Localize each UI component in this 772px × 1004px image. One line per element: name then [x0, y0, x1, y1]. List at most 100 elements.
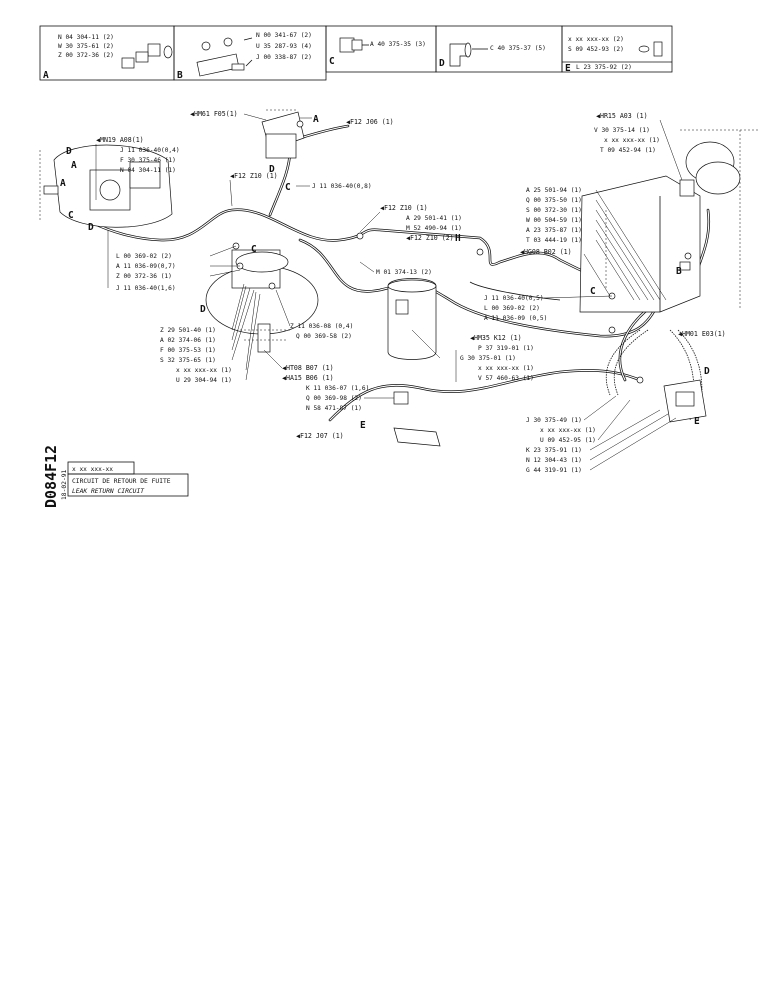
- callout-hm35-part-2: G 30 375-01 (1): [460, 355, 516, 362]
- hm61-valve-block: [261, 109, 305, 159]
- callout-hr15-label: ◀HR15 A03 (1): [596, 112, 648, 120]
- title-code-f12: F12: [42, 445, 60, 472]
- callout-mn19: ◀MN19 A08(1) J 11 036-40(0,4) F 30 375-4…: [95, 136, 180, 200]
- small-fittings: [232, 232, 692, 384]
- letter-d-right: D: [704, 366, 710, 377]
- callout-right-part-5: A 23 375-87 (1): [526, 227, 582, 234]
- legend-box-e: x xx xxx-xx (2) S 09 452-93 (2) L 23 375…: [561, 25, 673, 74]
- hr15-top-right-unit: [679, 129, 760, 310]
- callout-bottom-right-part-6: G 44 319-91 (1): [526, 467, 582, 474]
- callout-j11-036-40-16-label: J 11 036-40(1,6): [116, 285, 176, 292]
- callout-hm35-part-1: P 37 319-01 (1): [478, 345, 534, 352]
- letter-a-top: A: [313, 114, 319, 125]
- callout-mn19-label: ◀MN19 A08(1): [96, 136, 144, 144]
- callout-f12-z10-b: ◀F12 Z10 (1) A 29 501-41 (1) M 52 490-94…: [359, 204, 462, 242]
- callout-hr15: ◀HR15 A03 (1) V 30 375-14 (1) x xx xxx-x…: [594, 112, 683, 181]
- callout-hm35-label: ◀HM35 K12 (1): [470, 334, 522, 342]
- callout-lower-left-part-6: U 29 304-94 (1): [176, 377, 232, 384]
- legend-c-letter: C: [329, 56, 335, 67]
- callout-mn19-part-1: J 11 036-40(0,4): [120, 147, 180, 154]
- callout-bottom-right-part-2: x xx xxx-xx (1): [540, 427, 596, 434]
- callout-ht08-label: ◀HT08 B07 (1): [282, 364, 334, 372]
- letter-a-left-2: A: [60, 178, 66, 189]
- callout-j11-036-40-08: J 11 036-40(0,8): [296, 183, 372, 190]
- callout-f12-z10-a: ◀F12 Z10 (1): [229, 172, 278, 207]
- title-date: 18-02-91: [61, 469, 68, 500]
- callout-lower-left-part-4: S 32 375-65 (1): [160, 357, 216, 364]
- legend-a-part-1: N 04 304-11 (2): [58, 34, 114, 41]
- callout-right-mid-parts: J 11 036-40(0,5) L 00 369-02 (2) A 11 03…: [484, 295, 613, 322]
- callout-f12-z10-b-label: ◀F12 Z10 (1): [380, 204, 428, 212]
- callout-lower-left-parts: Z 29 501-40 (1) A 02 374-06 (1) F 00 375…: [160, 283, 261, 384]
- callout-right-part-3: S 00 372-30 (1): [526, 207, 582, 214]
- legend-e-part-1: x xx xxx-xx (2): [568, 36, 624, 43]
- callout-mn19-part-3: N 04 304-11 (1): [120, 167, 176, 174]
- center-filter-canister: [387, 278, 437, 360]
- callout-mid-part-2: M 52 490-94 (1): [406, 225, 462, 232]
- callout-right-part-6: T 03 444-19 (1): [526, 237, 582, 244]
- hose-network: [58, 124, 711, 422]
- letter-h: H: [455, 233, 461, 244]
- callout-ha15-part-3: N 58 471-87 (1): [306, 405, 362, 412]
- callout-lower-left-part-3: F 00 375-53 (1): [160, 347, 216, 354]
- callout-f12-j07: ◀F12 J07 (1): [296, 432, 344, 440]
- callout-right-part-4: W 00 504-59 (1): [526, 217, 582, 224]
- callout-left-parts: L 00 369-02 (2) A 11 036-09(0,7) Z 00 37…: [116, 245, 241, 280]
- callout-left-part-1: L 00 369-02 (2): [116, 253, 172, 260]
- callout-j11-036-40-08-label: J 11 036-40(0,8): [312, 183, 372, 190]
- letter-a-left: A: [71, 160, 77, 171]
- callout-mid-part-1: A 29 501-41 (1): [406, 215, 462, 222]
- callout-hg08-label: ◀HG08 B02 (1): [520, 248, 572, 256]
- letter-c-center: C: [251, 244, 257, 255]
- legend-b-part-1: N 00 341-67 (2): [256, 32, 312, 39]
- callout-bottom-right-part-1: J 30 375-49 (1): [526, 417, 582, 424]
- callout-mn19-part-2: F 30 375-46 (1): [120, 157, 176, 164]
- callout-m01-label: M 01 374-13 (2): [376, 269, 432, 276]
- callout-hm35-part-4: V 57 460-63 (1): [478, 375, 534, 382]
- callout-right-part-1: A 25 501-94 (1): [526, 187, 582, 194]
- title-french: CIRCUIT DE RETOUR DE FUITE: [72, 478, 171, 485]
- callout-f12-j07-label: ◀F12 J07 (1): [296, 432, 344, 440]
- hydraulic-tank: [579, 175, 701, 313]
- central-pump-unit: [205, 249, 319, 353]
- title-part-number: x xx xxx-xx: [72, 466, 113, 473]
- legend-a-letter: A: [43, 70, 49, 81]
- callout-right-mid-part-3: A 11 036-09 (0,5): [484, 315, 547, 322]
- letter-d-top: D: [269, 164, 275, 175]
- title-code-d084: D084: [42, 472, 60, 508]
- legend-box-a: N 04 304-11 (2) W 30 375-61 (2) Z 00 372…: [39, 25, 175, 81]
- callout-lower-left-part-1: Z 29 501-40 (1): [160, 327, 216, 334]
- callout-ha15-part-1: K 11 036-07 (1,6): [306, 385, 369, 392]
- callout-lower-left-part-5: x xx xxx-xx (1): [176, 367, 232, 374]
- callout-hm01: ◀HM01 E03(1): [678, 330, 726, 338]
- callout-hm35-part-3: x xx xxx-xx (1): [478, 365, 534, 372]
- legend-b-part-3: J 00 338-87 (2): [256, 54, 312, 61]
- hm01-valve-block: [663, 379, 707, 423]
- clamp-bracket-icon: [196, 37, 253, 77]
- legend-c-part-1: A 40 375-35 (3): [370, 41, 426, 48]
- legend-e-letter: E: [565, 63, 571, 74]
- callout-ha15-label: ◀HA15 B06 (1): [282, 374, 334, 382]
- callout-f12-j06: ◀F12 J06 (1): [346, 118, 394, 126]
- callout-left-part-2: A 11 036-09(0,7): [116, 263, 176, 270]
- letter-d-left: D: [66, 146, 72, 157]
- legend-box-b: N 00 341-67 (2) U 35 287-93 (4) J 00 338…: [173, 25, 327, 81]
- callout-m01: M 01 374-13 (2): [359, 261, 432, 276]
- callout-f12-z10-a-label: ◀F12 Z10 (1): [230, 172, 278, 180]
- letter-d-left-2: D: [88, 222, 94, 233]
- callout-bottom-right-parts: J 30 375-49 (1) x xx xxx-xx (1) U 09 452…: [526, 395, 677, 474]
- callout-hm35: ◀HM35 K12 (1) P 37 319-01 (1) G 30 375-0…: [411, 329, 534, 382]
- callout-right-mid-part-2: L 00 369-02 (2): [484, 305, 540, 312]
- legend-d-part-1: C 40 375-37 (5): [490, 45, 546, 52]
- title-english: LEAK RETURN CIRCUIT: [72, 488, 145, 495]
- letter-b-right: B: [676, 266, 682, 277]
- legend-box-d: C 40 375-37 (5) D: [435, 25, 563, 73]
- callout-q00-369-label: Q 00 369-58 (2): [296, 333, 352, 340]
- lower-block-e: [393, 391, 441, 447]
- callout-j11-036-40-16: J 11 036-40(1,6): [107, 230, 176, 292]
- letter-c-left: C: [68, 210, 74, 221]
- callout-right-parts: A 25 501-94 (1) Q 00 375-50 (1) S 00 372…: [526, 187, 667, 301]
- legend-e-part-2: S 09 452-93 (2): [568, 46, 624, 53]
